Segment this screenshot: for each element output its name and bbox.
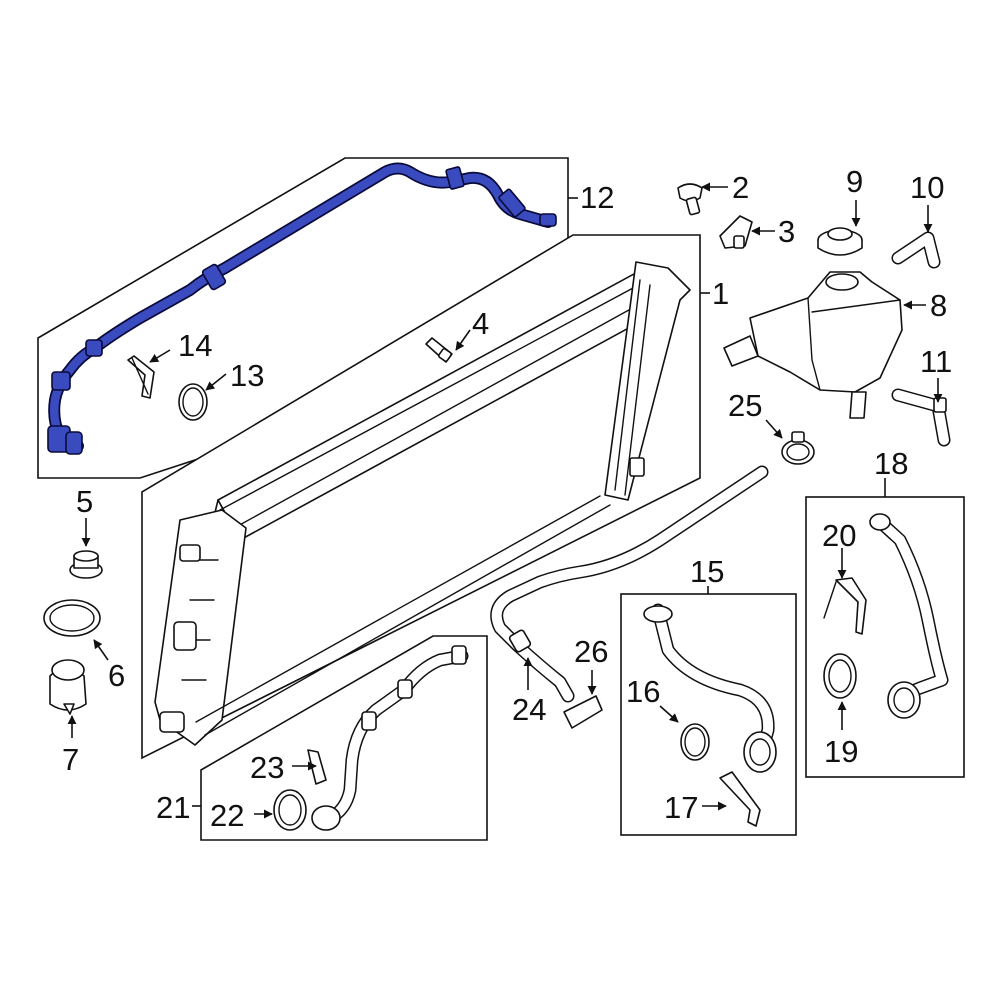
callout-10: 10: [910, 170, 944, 205]
callout-14: 14: [178, 328, 212, 363]
part-3-clip[interactable]: [719, 215, 753, 249]
part-4-valve[interactable]: [425, 337, 453, 363]
callout-20: 20: [822, 518, 856, 553]
part-25-clamp[interactable]: [781, 431, 815, 465]
callout-6: 6: [108, 658, 125, 693]
part-17-clip[interactable]: [719, 771, 761, 827]
part-8-reservoir[interactable]: [723, 271, 903, 419]
frame-part-21: [200, 635, 488, 841]
callout-16: 16: [626, 674, 660, 709]
callout-18: 18: [874, 446, 908, 481]
callout-19: 19: [824, 734, 858, 769]
part-12-coolant-hose[interactable]: [47, 162, 557, 455]
part-2-bolt[interactable]: [677, 183, 703, 216]
callout-25: 25: [728, 388, 762, 423]
callout-15: 15: [690, 554, 724, 589]
callout-2: 2: [732, 170, 749, 205]
callout-26: 26: [574, 634, 608, 669]
part-6-o-ring[interactable]: [43, 599, 101, 637]
callout-22: 22: [210, 798, 244, 833]
part-1-radiator[interactable]: [154, 261, 691, 746]
callout-23: 23: [250, 750, 284, 785]
callout-9: 9: [846, 164, 863, 199]
part-21-hose[interactable]: [311, 645, 469, 831]
callout-5: 5: [76, 484, 93, 519]
callout-13: 13: [230, 358, 264, 393]
part-26-bracket[interactable]: [563, 695, 603, 729]
callout-1: 1: [712, 276, 729, 311]
part-15-hose[interactable]: [643, 603, 777, 773]
part-20-clip[interactable]: [823, 577, 867, 635]
leader-lines: [67, 182, 943, 819]
callout-7: 7: [62, 742, 79, 777]
callout-21: 21: [156, 790, 190, 825]
part-18-hose[interactable]: [869, 513, 949, 719]
callout-24: 24: [512, 692, 546, 727]
callout-11: 11: [920, 344, 952, 379]
callout-17: 17: [664, 790, 698, 825]
callout-12: 12: [580, 180, 614, 215]
part-7-sensor[interactable]: [49, 659, 87, 715]
callout-4: 4: [472, 306, 489, 341]
callout-3: 3: [778, 214, 795, 249]
frame-part-12: [37, 157, 569, 479]
callout-labels: 12 1 2 3 4 9 10 8 11 25 14 13 5 6 7 18 2…: [62, 164, 952, 833]
callout-8: 8: [930, 288, 947, 323]
part-9-cap[interactable]: [817, 227, 863, 256]
part-14-clip[interactable]: [127, 355, 155, 399]
part-5-cap[interactable]: [69, 550, 103, 579]
part-10-hose[interactable]: [891, 231, 941, 269]
